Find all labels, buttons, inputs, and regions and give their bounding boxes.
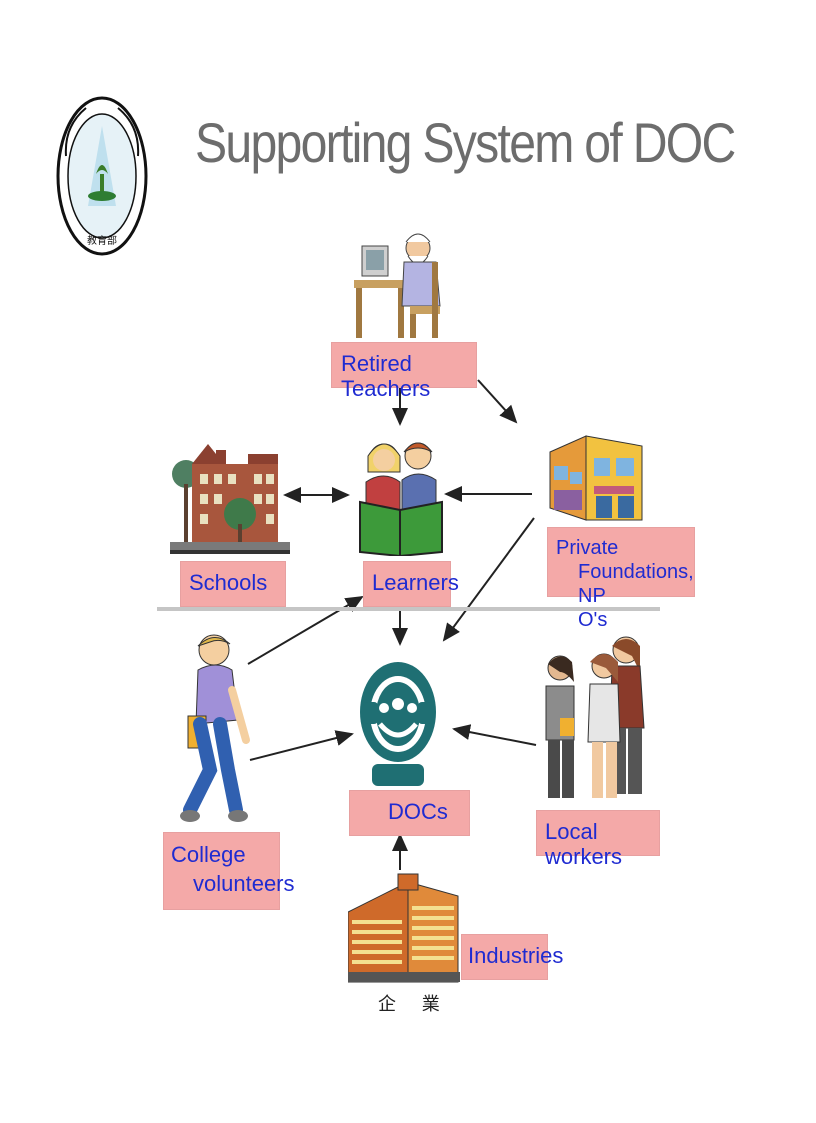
college-volunteers-text-line1: College — [171, 842, 246, 867]
horizontal-divider — [157, 607, 660, 611]
shop-building-icon — [546, 428, 646, 524]
arrow-college-to-docs — [249, 730, 354, 761]
private-foundations-text-line1: Private — [556, 537, 619, 559]
retired-teacher-computer-icon — [348, 222, 448, 342]
college-volunteers-text-line2: volunteers — [193, 870, 295, 896]
walking-student-icon — [180, 630, 252, 826]
group-people-icon — [540, 632, 652, 804]
school-building-icon — [170, 434, 290, 556]
docs-label: DOCs — [349, 790, 470, 836]
local-workers-text: Local workers — [545, 819, 623, 870]
svg-text:教育部: 教育部 — [87, 234, 117, 247]
local-workers-label: Local workers — [536, 810, 660, 869]
arrow-local-to-docs — [452, 724, 537, 746]
industries-text: Industries — [468, 943, 564, 968]
industry-building-icon — [347, 872, 460, 984]
private-foundations-label: Private Foundations, NP O's — [547, 527, 695, 631]
doc-face-icon — [358, 660, 438, 788]
industry-caption: 企 業 — [378, 994, 450, 1015]
schools-text: Schools — [189, 570, 268, 595]
retired-teachers-text: Retired Teachers — [341, 351, 431, 402]
learners-text: Learners — [372, 570, 459, 595]
schools-label: Schools — [180, 561, 286, 607]
private-foundations-text-line2: Foundations, NP — [578, 561, 694, 607]
college-volunteers-label: College volunteers — [163, 832, 295, 910]
ministry-seal-icon: 教育部 — [56, 96, 148, 256]
industries-label: Industries — [461, 934, 564, 980]
private-foundations-text-line3: O's — [578, 609, 608, 631]
docs-text: DOCs — [388, 799, 448, 824]
learners-label: Learners — [363, 561, 459, 607]
retired-teachers-label: Retired Teachers — [331, 342, 477, 401]
learners-reading-icon — [356, 432, 446, 558]
arrow-retired-to-private — [477, 379, 518, 424]
arrow-private-to-docs — [442, 517, 535, 642]
page-title: Supporting System of DOC — [195, 111, 736, 174]
